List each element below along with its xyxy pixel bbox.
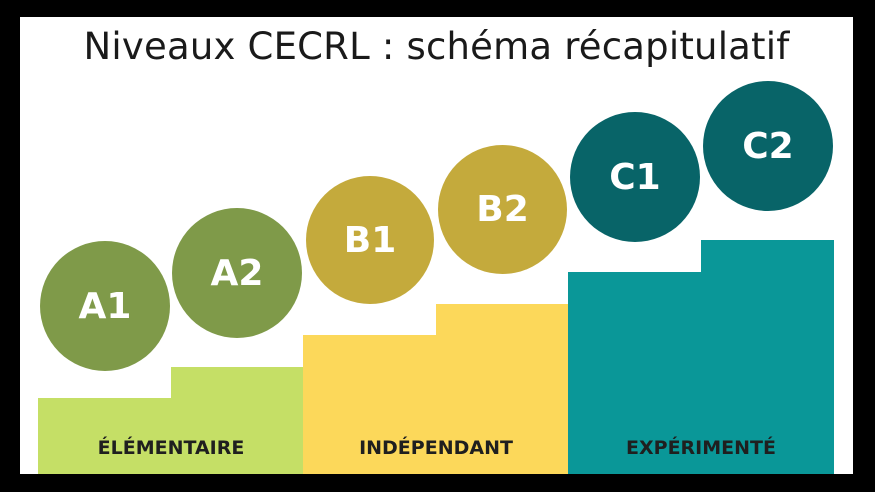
step-a1 <box>38 398 172 474</box>
level-label-a2: A2 <box>210 252 264 294</box>
level-circle-c1: C1 <box>570 112 700 242</box>
level-label-b2: B2 <box>476 189 529 230</box>
level-label-a1: A1 <box>78 285 132 327</box>
step-b2 <box>436 304 569 474</box>
step-c1 <box>568 272 702 474</box>
level-circle-b2: B2 <box>438 145 567 274</box>
step-b1 <box>303 335 437 474</box>
group-label-elementaire: ÉLÉMENTAIRE <box>97 437 245 459</box>
step-c2 <box>701 240 834 474</box>
level-circle-a2: A2 <box>172 208 302 338</box>
diagram-frame: Niveaux CECRL : schéma récapitulatif A1 … <box>20 17 853 474</box>
level-label-c2: C2 <box>742 125 794 167</box>
level-circle-a1: A1 <box>40 241 170 371</box>
level-label-c1: C1 <box>609 156 661 198</box>
page-title: Niveaux CECRL : schéma récapitulatif <box>83 25 790 68</box>
level-circle-b1: B1 <box>306 176 434 304</box>
level-label-b1: B1 <box>343 219 397 261</box>
level-circle-c2: C2 <box>703 81 833 211</box>
group-label-experimente: EXPÉRIMENTÉ <box>626 437 776 459</box>
group-label-independant: INDÉPENDANT <box>359 437 513 459</box>
step-a2 <box>171 367 304 474</box>
